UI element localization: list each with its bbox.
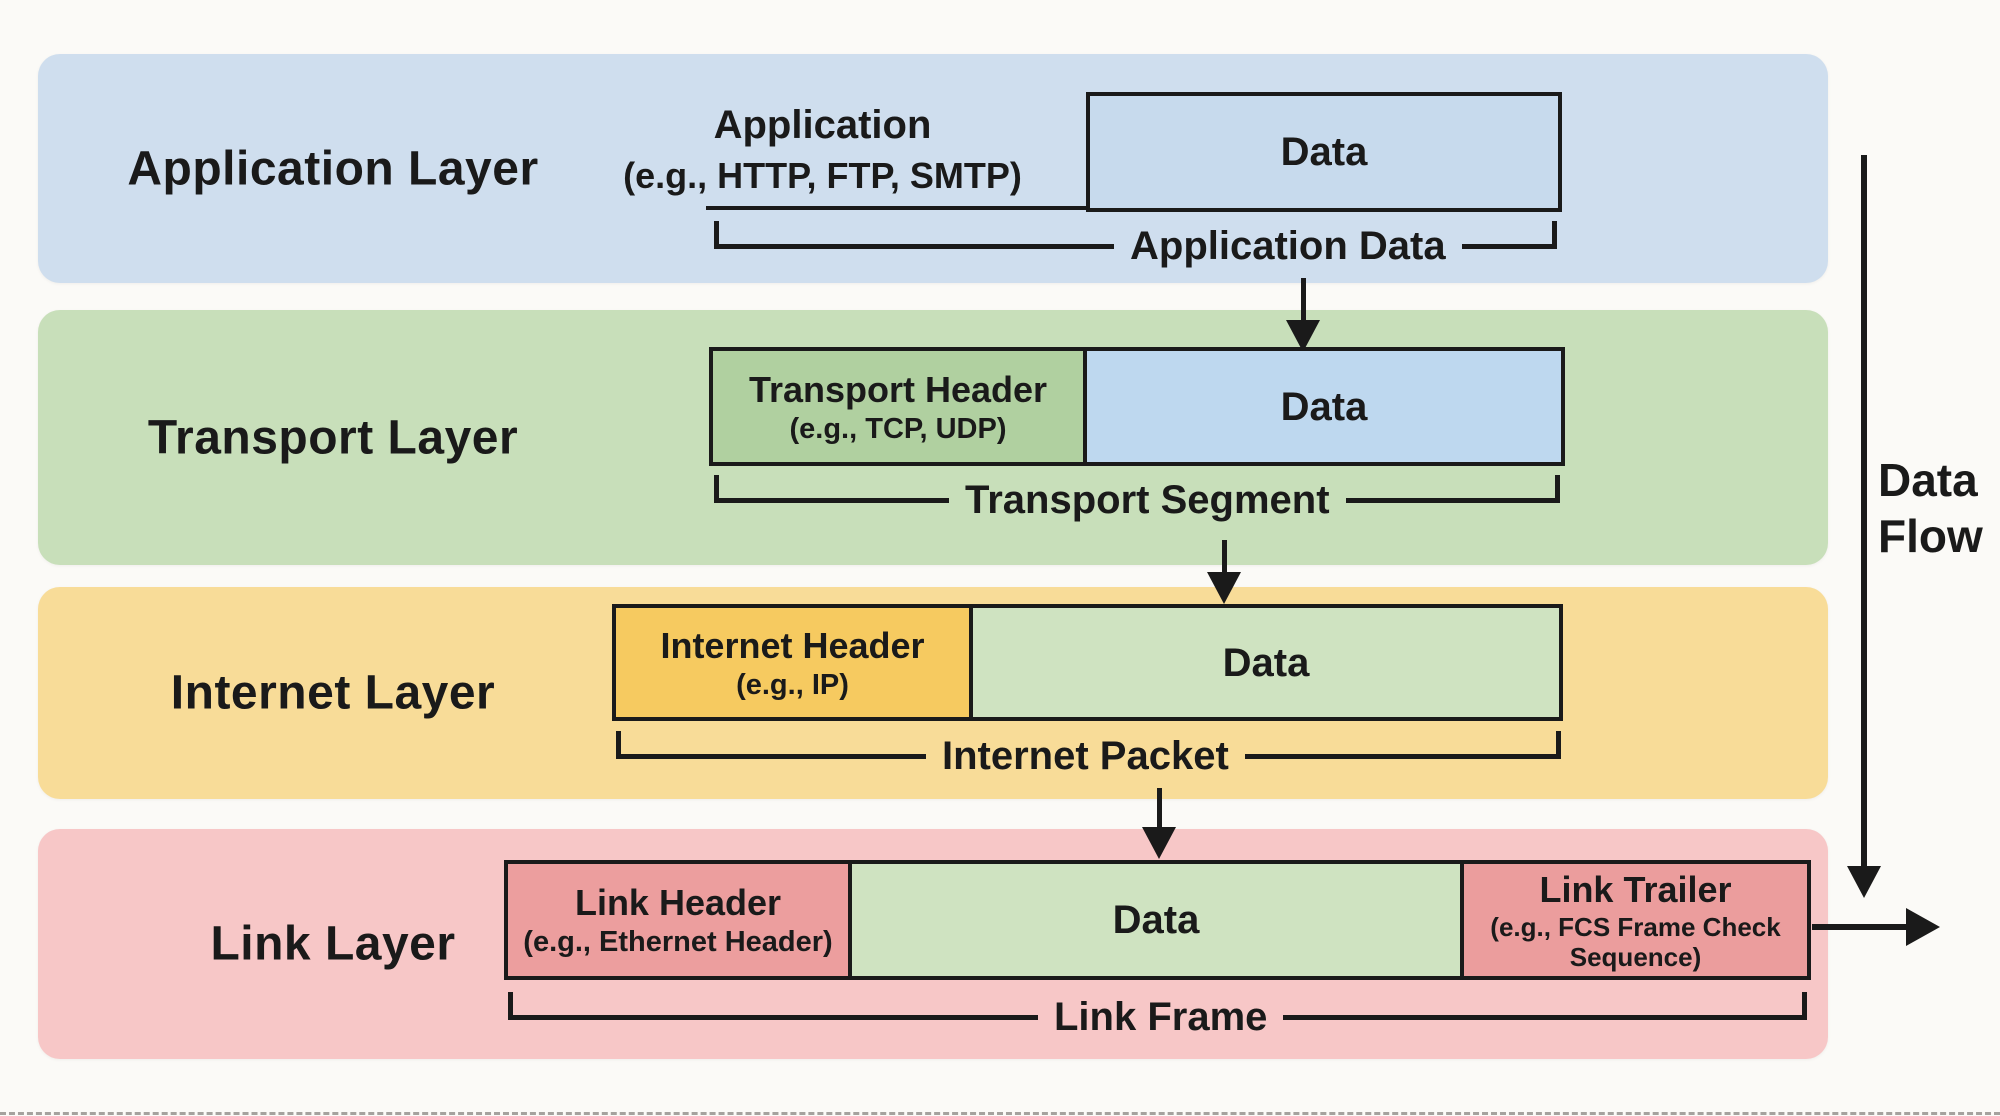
link-trailer-examples: (e.g., FCS Frame Check Sequence) bbox=[1490, 912, 1781, 972]
arrow-down-transport-to-internet-icon bbox=[1207, 540, 1241, 604]
link-header-box: Link Header (e.g., Ethernet Header) bbox=[504, 860, 852, 980]
bracket-right-tick bbox=[1556, 731, 1561, 758]
internet-layer-label: Internet Layer bbox=[170, 666, 496, 720]
link-frame-bracket: Link Frame bbox=[508, 989, 1807, 1045]
internet-header-label: Internet Header bbox=[660, 624, 925, 666]
internet-packet-bracket: Internet Packet bbox=[616, 728, 1561, 784]
bracket-line bbox=[1345, 497, 1560, 503]
link-pdu-row: Link Header (e.g., Ethernet Header) Data… bbox=[504, 860, 1811, 980]
transport-data-box-label: Data bbox=[1280, 384, 1368, 429]
link-layer-label: Link Layer bbox=[210, 917, 456, 971]
link-header-label: Link Header bbox=[574, 882, 782, 923]
arrow-down-app-to-transport-icon bbox=[1286, 278, 1320, 352]
transport-segment-bracket-label: Transport Segment bbox=[965, 477, 1330, 522]
bracket-left-tick bbox=[508, 992, 513, 1019]
application-data-box-label: Data bbox=[1280, 130, 1368, 174]
link-trailer-box: Link Trailer (e.g., FCS Frame Check Sequ… bbox=[1460, 860, 1811, 980]
application-pdu-row: Data bbox=[1086, 92, 1562, 212]
link-data-box-label: Data bbox=[1112, 898, 1200, 942]
data-flow-label-line1: Data bbox=[1878, 454, 1978, 506]
link-trailer-label: Link Trailer bbox=[1539, 869, 1732, 910]
bracket-line bbox=[714, 243, 1114, 249]
bracket-right-tick bbox=[1802, 992, 1807, 1019]
bracket-line bbox=[1283, 1014, 1807, 1020]
bottom-edge-artifact bbox=[0, 1112, 2000, 1115]
bracket-left-tick bbox=[616, 731, 621, 758]
application-annotation-title: Application bbox=[713, 103, 932, 147]
application-data-bracket: Application Data bbox=[714, 218, 1557, 274]
bracket-left-tick bbox=[714, 475, 719, 502]
bracket-line bbox=[616, 753, 926, 759]
transport-header-label: Transport Header bbox=[748, 368, 1048, 410]
application-protocols-annotation: Application (e.g., HTTP, FTP, SMTP) bbox=[565, 98, 1080, 200]
internet-header-box: Internet Header (e.g., IP) bbox=[612, 604, 973, 721]
application-annotation-underline bbox=[706, 206, 1086, 210]
application-layer-label: Application Layer bbox=[127, 142, 539, 195]
link-frame-bracket-label: Link Frame bbox=[1054, 994, 1268, 1039]
internet-data-box: Data bbox=[969, 604, 1563, 721]
transport-pdu-row: Transport Header (e.g., TCP, UDP) Data bbox=[709, 347, 1565, 466]
application-data-bracket-label: Application Data bbox=[1130, 223, 1446, 268]
data-flow-label: Data Flow bbox=[1878, 452, 1983, 564]
application-annotation-examples: (e.g., HTTP, FTP, SMTP) bbox=[623, 155, 1022, 196]
arrow-down-internet-to-link-icon bbox=[1142, 788, 1176, 859]
transport-header-box: Transport Header (e.g., TCP, UDP) bbox=[709, 347, 1087, 466]
bracket-right-tick bbox=[1555, 475, 1560, 502]
bracket-line bbox=[1244, 753, 1561, 759]
link-frame-output-arrow-icon bbox=[1812, 907, 1940, 947]
internet-pdu-row: Internet Header (e.g., IP) Data bbox=[612, 604, 1563, 721]
link-data-box: Data bbox=[848, 860, 1464, 980]
bracket-line bbox=[714, 497, 949, 503]
transport-data-box: Data bbox=[1083, 347, 1565, 466]
internet-packet-bracket-label: Internet Packet bbox=[942, 733, 1229, 778]
transport-header-examples: (e.g., TCP, UDP) bbox=[789, 412, 1007, 445]
bracket-right-tick bbox=[1552, 221, 1557, 248]
data-flow-label-line2: Flow bbox=[1878, 510, 1983, 562]
internet-data-box-label: Data bbox=[1222, 640, 1310, 685]
bracket-line bbox=[508, 1014, 1038, 1020]
transport-layer-label: Transport Layer bbox=[147, 411, 519, 464]
transport-segment-bracket: Transport Segment bbox=[714, 472, 1560, 528]
bracket-left-tick bbox=[714, 221, 719, 248]
bracket-line bbox=[1461, 243, 1557, 249]
link-header-examples: (e.g., Ethernet Header) bbox=[523, 926, 833, 958]
data-flow-arrow-icon bbox=[1847, 155, 1881, 898]
internet-header-examples: (e.g., IP) bbox=[736, 668, 849, 701]
application-data-box: Data bbox=[1086, 92, 1562, 212]
